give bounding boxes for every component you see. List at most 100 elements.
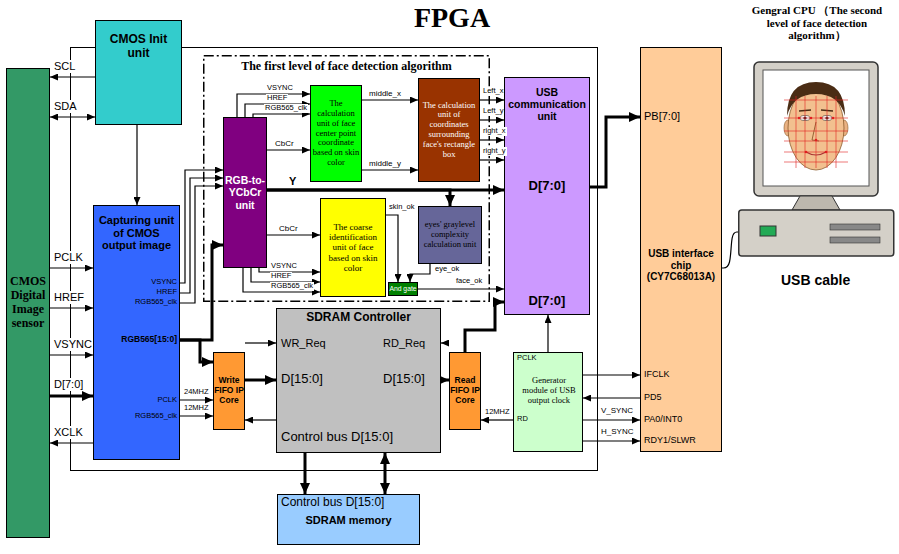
signal-label: HREF	[270, 272, 292, 281]
box-label: SDRAM Controller	[285, 311, 432, 325]
face-grid	[784, 96, 848, 168]
drive-slot	[830, 237, 880, 243]
connector	[50, 442, 93, 443]
pin-label: HREF	[96, 288, 177, 297]
signal-label: SCL	[53, 60, 76, 73]
signal-label: 12MHZ	[484, 408, 511, 417]
pin-label: RD	[517, 415, 528, 424]
grid-point	[798, 117, 801, 120]
connector	[50, 307, 93, 308]
connector	[465, 302, 504, 352]
connector	[480, 119, 504, 120]
connector	[547, 315, 548, 352]
monitor-screen	[763, 70, 869, 186]
connector	[418, 288, 504, 289]
box-label: Capturing unit of CMOS output image	[96, 214, 177, 252]
signal-label: VSYNC	[270, 262, 298, 271]
connector	[267, 234, 320, 235]
pin-label: RDY1/SLWR	[644, 435, 696, 445]
pin-label: IFCLK	[644, 369, 670, 379]
connector	[480, 99, 504, 100]
grid-point	[815, 139, 818, 142]
computer-base	[739, 210, 894, 256]
box-label: eyes' graylevel complexity calculation u…	[420, 207, 480, 263]
signal-label: right_y	[482, 147, 507, 156]
pin-label: RGB565_clk	[96, 298, 177, 307]
unit-box: RGB-to-YCbCr unit	[223, 117, 267, 268]
grid-line	[827, 96, 828, 168]
signal-label: CbCr	[274, 139, 295, 148]
fifo-box: Write FIFO IP Core	[213, 352, 245, 430]
pin-label: RGB565_clk	[96, 412, 177, 421]
connector	[583, 440, 640, 441]
unit-box: The calculation unit of face center poin…	[310, 85, 362, 182]
signal-label: middle_x	[368, 89, 402, 98]
pin-label: PCLK	[517, 354, 537, 363]
signal-label: RGB565_clk	[270, 282, 314, 291]
pin-label: PD5	[644, 392, 662, 402]
pin-label: D[7:0]	[505, 294, 589, 309]
signal-label: SDA	[53, 100, 78, 113]
signal-label: Left_x	[482, 87, 504, 96]
drive-slot	[830, 224, 880, 230]
pin-label: PB[7:0]	[644, 110, 680, 123]
fpga-boundary: FPGACMOS Init unitCapturing unit of CMOS…	[70, 47, 598, 471]
connector	[50, 395, 93, 398]
unit-box: Capturing unit of CMOS output imageVSYNC…	[93, 205, 180, 460]
connector	[384, 453, 387, 494]
box-label: USB communication unit	[507, 86, 587, 122]
connector	[441, 379, 449, 382]
face-nose	[812, 122, 819, 141]
signal-label: middle_y	[368, 159, 402, 168]
monitor-stand	[792, 196, 840, 210]
connector	[386, 215, 398, 282]
signal-label: eye_ok	[434, 265, 460, 274]
heading: FPGA	[377, 2, 527, 34]
unit-box: The coarse identification unit of face b…	[320, 198, 386, 297]
signal-label: face_ok	[455, 277, 483, 286]
connector	[243, 268, 320, 292]
signal-label: 12MHZ	[183, 404, 210, 413]
signal-label: HREF	[266, 94, 288, 103]
connector	[441, 342, 449, 343]
unit-box: USB communication unitD[7:0]D[7:0]	[504, 77, 590, 315]
pin-label: D[15:0]	[281, 372, 323, 387]
box-label: CMOS Digital Image sensor	[7, 69, 49, 537]
sensor-box: CMOS Digital Image sensor	[6, 68, 50, 538]
connector	[180, 415, 213, 416]
memory-box: Control bus D[15:0]SDRAM memory	[277, 494, 420, 545]
connector-group	[50, 77, 738, 494]
pin-label: VSYNC	[96, 278, 177, 287]
signal-label: H_SYNC	[600, 427, 634, 436]
box-label: The calculation unit of coordinates surr…	[420, 79, 478, 181]
pin-label: Control bus D[15:0]	[281, 496, 384, 510]
box-label: RGB-to-YCbCr unit	[224, 118, 266, 267]
computer: Gengral CPU （The second level of face de…	[738, 0, 896, 300]
signal-label: USB cable	[780, 272, 851, 288]
signal-label: Y	[288, 175, 297, 188]
signal-label: CbCr	[278, 224, 299, 233]
connector	[722, 232, 738, 268]
connector	[245, 342, 276, 343]
unit-box: eyes' graylevel complexity calculation u…	[418, 206, 482, 264]
connector	[583, 397, 640, 398]
dash-dot-border	[204, 56, 490, 302]
fifo-box: Read FIFO IP Core	[449, 352, 481, 430]
grid-point	[820, 117, 823, 120]
grid-point	[810, 117, 813, 120]
box-label: Write FIFO IP Core	[214, 353, 244, 429]
signal-label: XCLK	[53, 426, 84, 439]
connector	[362, 99, 418, 100]
grid-point	[805, 151, 808, 154]
pin-label: Control bus D[15:0]	[281, 430, 393, 445]
connector	[245, 379, 276, 382]
signal-label: PCLK	[53, 251, 84, 264]
connector	[180, 245, 223, 340]
signal-label: 24MHZ	[183, 388, 210, 397]
connector	[237, 94, 310, 117]
computer-illustration	[738, 0, 896, 300]
power-button	[760, 226, 776, 236]
grid-point	[825, 151, 828, 154]
unit-box: The calculation unit of coordinates surr…	[418, 78, 480, 182]
